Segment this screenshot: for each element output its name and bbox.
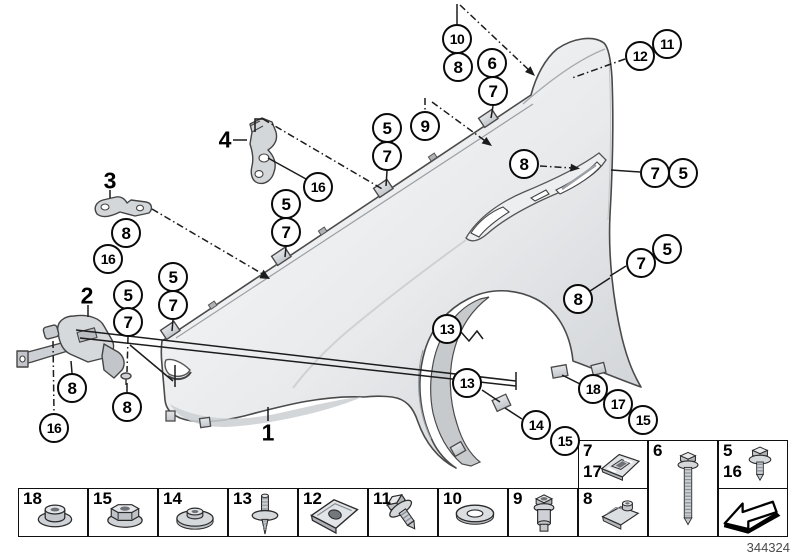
callout-8[interactable]: 8 [443,52,473,82]
callout-16[interactable]: 16 [39,413,69,443]
callout-5[interactable]: 5 [271,189,301,219]
callout-12[interactable]: 12 [625,41,655,71]
legend-cell-number: 11 [373,489,391,508]
rail-holes [207,152,438,310]
part-label-2[interactable]: 2 [80,282,94,309]
legend-cell-number: 16 [723,462,742,481]
bracket-part-3 [94,196,153,218]
legend-cell-10[interactable]: 10 [438,488,508,537]
legend-cell-number: 13 [233,489,252,508]
direction-arrow-icon [720,489,786,536]
legend-cell-number: 6 [653,441,663,460]
callout-13[interactable]: 13 [432,314,462,344]
callout-16[interactable]: 16 [93,244,123,274]
clip-nut-icon [591,489,649,536]
callout-16[interactable]: 16 [303,172,333,202]
callout-7[interactable]: 7 [158,290,188,320]
legend-cell-number: 7 [583,441,593,460]
legend-cell-15[interactable]: 15 [88,488,158,537]
callout-7[interactable]: 7 [626,248,656,278]
legend-cell-number: 5 [723,441,733,460]
side-vent [465,152,607,242]
legend-cell-18[interactable]: 18 [18,488,88,537]
leader-lines [52,4,641,421]
callout-13[interactable]: 13 [452,368,482,398]
legend-cell-13[interactable]: 13 [228,488,298,537]
callout-15[interactable]: 15 [550,426,580,456]
callout-11[interactable]: 11 [652,29,682,59]
legend-cell-number: 12 [303,489,322,508]
legend-cell-number: 8 [583,489,593,508]
legend-cell-number: 10 [443,489,462,508]
callout-8[interactable]: 8 [112,392,142,422]
callout-15[interactable]: 15 [628,405,658,435]
legend-cell-8[interactable]: 8 [578,488,648,537]
bottom-tabs [165,361,607,458]
legend-cell-number: 18 [23,489,42,508]
fender-outline [160,37,642,469]
callout-5[interactable]: 5 [113,280,143,310]
callout-5[interactable]: 5 [158,262,188,292]
callout-5[interactable]: 5 [668,158,698,188]
callout-5[interactable]: 5 [652,234,682,264]
headlamp-cutout [164,358,191,378]
callout-6[interactable]: 6 [477,48,507,78]
callout-8[interactable]: 8 [563,284,593,314]
callout-7[interactable]: 7 [372,141,402,171]
legend-cell-number: 15 [93,489,112,508]
legend-cell-6[interactable]: 6 [648,440,718,537]
part-label-1[interactable]: 1 [261,419,275,446]
long-bolt-icon [659,441,717,536]
callout-7[interactable]: 7 [113,307,143,337]
bracket-part-4 [249,117,278,185]
callout-18[interactable]: 18 [578,374,608,404]
callout-14[interactable]: 14 [521,410,551,440]
legend-cell-arrow[interactable] [718,488,788,537]
callout-9[interactable]: 9 [410,111,440,141]
legend-cell-14[interactable]: 14 [158,488,228,537]
callout-7[interactable]: 7 [640,158,670,188]
image-number: 344324 [746,540,790,555]
callout-7[interactable]: 7 [478,76,508,106]
legend-cell-12[interactable]: 12 [298,488,368,537]
legend-cell-9[interactable]: 9 [508,488,578,537]
legend-cell-number: 17 [583,462,602,481]
callout-10[interactable]: 10 [442,24,472,54]
part-label-3[interactable]: 3 [103,167,117,194]
legend-cell-number: 14 [163,489,182,508]
callout-8[interactable]: 8 [111,218,141,248]
callout-8[interactable]: 8 [509,149,539,179]
callout-8[interactable]: 8 [57,373,87,403]
callout-7[interactable]: 7 [271,217,301,247]
legend-cell-11[interactable]: 11 [368,488,438,537]
callout-5[interactable]: 5 [372,113,402,143]
legend-cell-number: 9 [513,489,523,508]
part-label-4[interactable]: 4 [218,126,232,153]
